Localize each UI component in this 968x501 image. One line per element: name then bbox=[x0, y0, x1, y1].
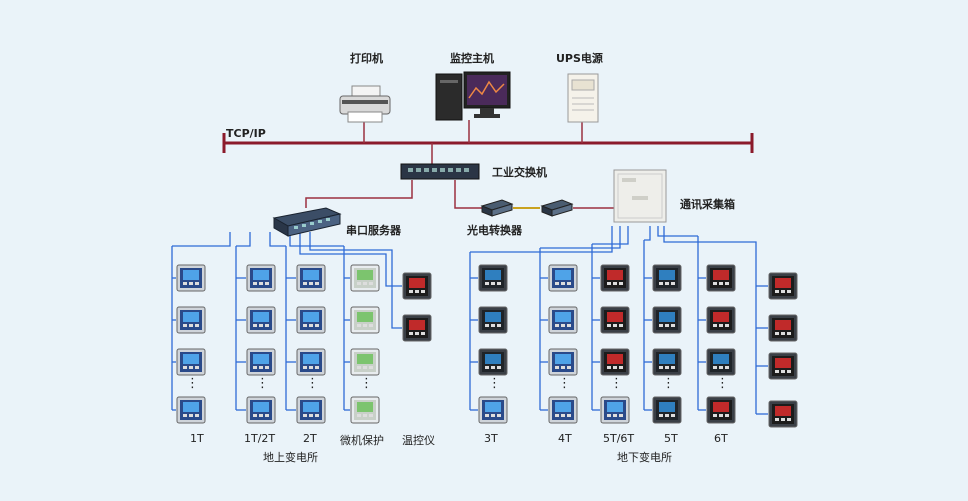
meter-g0-r3 bbox=[176, 396, 206, 424]
meter-u0-r2 bbox=[478, 348, 508, 376]
meter-g1-r1 bbox=[246, 306, 276, 334]
meter-u4-r2 bbox=[706, 348, 736, 376]
col-label-protection: 微机保护 bbox=[340, 434, 384, 447]
temp-controller-u0 bbox=[768, 272, 798, 300]
rs485-u4-tap bbox=[657, 226, 698, 237]
meter-u2-r0 bbox=[600, 264, 630, 292]
rs485-g2-tap bbox=[269, 232, 286, 247]
industrial-switch-icon bbox=[400, 163, 480, 180]
meter-g2-r0 bbox=[296, 264, 326, 292]
rs485-temp-0 bbox=[299, 232, 402, 287]
meter-g3-r1 bbox=[350, 306, 380, 334]
temp-controller-1 bbox=[402, 314, 432, 342]
meter-u3-r2 bbox=[652, 348, 682, 376]
meter-u0-r1 bbox=[478, 306, 508, 334]
optical-converter-icon-2 bbox=[540, 199, 574, 217]
meter-u4-r1 bbox=[706, 306, 736, 334]
meter-u4-r0 bbox=[706, 264, 736, 292]
temp-controller-u2 bbox=[768, 352, 798, 380]
rs485-g0-tap bbox=[172, 232, 231, 247]
meter-g2-r1 bbox=[296, 306, 326, 334]
meter-u4-r3 bbox=[706, 396, 736, 424]
ellipsis-g3: ⋮ bbox=[360, 376, 373, 391]
optical-converter-label: 光电转换器 bbox=[467, 224, 522, 237]
rs485-u3-tap bbox=[644, 226, 651, 241]
ellipsis-u4: ⋮ bbox=[716, 376, 729, 391]
meter-u3-r1 bbox=[652, 306, 682, 334]
printer-icon bbox=[339, 85, 391, 123]
meter-g3-r3 bbox=[350, 396, 380, 424]
meter-g1-r2 bbox=[246, 348, 276, 376]
col-label-5t: 5T bbox=[664, 432, 678, 445]
meter-g3-r2 bbox=[350, 348, 380, 376]
ups-label: UPS电源 bbox=[556, 52, 603, 65]
meter-g2-r3 bbox=[296, 396, 326, 424]
meter-u0-r0 bbox=[478, 264, 508, 292]
meter-u3-r0 bbox=[652, 264, 682, 292]
ellipsis-g1: ⋮ bbox=[256, 376, 269, 391]
rs485-lines bbox=[171, 226, 768, 415]
col-label-temp-controller: 温控仪 bbox=[402, 434, 435, 447]
monitor-host-icon bbox=[435, 71, 511, 121]
tcp-ip-label: TCP/IP bbox=[226, 127, 266, 140]
col-label-4t: 4T bbox=[558, 432, 572, 445]
rs485-u0-tap bbox=[470, 226, 613, 253]
meter-g2-r2 bbox=[296, 348, 326, 376]
meter-u2-r1 bbox=[600, 306, 630, 334]
meter-u0-r3 bbox=[478, 396, 508, 424]
meter-u2-r2 bbox=[600, 348, 630, 376]
meter-g1-r0 bbox=[246, 264, 276, 292]
meter-g3-r0 bbox=[350, 264, 380, 292]
meter-u3-r3 bbox=[652, 396, 682, 424]
ground-substation-title: 地上变电所 bbox=[263, 451, 318, 464]
temp-controller-u3 bbox=[768, 400, 798, 428]
ellipsis-u2: ⋮ bbox=[610, 376, 623, 391]
comm-box-label: 通讯采集箱 bbox=[680, 198, 735, 211]
switch-converter-link bbox=[454, 180, 482, 209]
rs485-g3-tap bbox=[289, 232, 344, 247]
meter-g0-r0 bbox=[176, 264, 206, 292]
underground-substation-title: 地下变电所 bbox=[617, 451, 672, 464]
serial-server-label: 串口服务器 bbox=[346, 224, 401, 237]
meter-g1-r3 bbox=[246, 396, 276, 424]
rs485-tempu-bus bbox=[663, 226, 757, 414]
temp-controller-u1 bbox=[768, 314, 798, 342]
rs485-u1-tap bbox=[540, 226, 621, 249]
rs485-u2-tap bbox=[592, 226, 629, 245]
switch-label: 工业交换机 bbox=[492, 166, 547, 179]
serial-server-icon bbox=[272, 207, 342, 237]
ellipsis-u3: ⋮ bbox=[662, 376, 675, 391]
col-label-3t: 3T bbox=[484, 432, 498, 445]
rs485-temp-1 bbox=[309, 232, 402, 329]
meter-u1-r3 bbox=[548, 396, 578, 424]
meter-u1-r1 bbox=[548, 306, 578, 334]
ups-icon bbox=[567, 73, 599, 123]
meter-g0-r1 bbox=[176, 306, 206, 334]
col-label-1t-2t: 1T/2T bbox=[244, 432, 276, 445]
monitor-host-label: 监控主机 bbox=[450, 52, 494, 65]
comm-box-icon bbox=[613, 169, 667, 223]
meter-u1-r0 bbox=[548, 264, 578, 292]
switch-serial-link bbox=[305, 180, 413, 208]
meter-u1-r2 bbox=[548, 348, 578, 376]
col-label-1t: 1T bbox=[190, 432, 204, 445]
temp-controller-0 bbox=[402, 272, 432, 300]
ellipsis-u1: ⋮ bbox=[558, 376, 571, 391]
ellipsis-u0: ⋮ bbox=[488, 376, 501, 391]
meter-g0-r2 bbox=[176, 348, 206, 376]
optical-converter-icon bbox=[480, 199, 514, 217]
rs485-g1-tap bbox=[236, 232, 251, 247]
col-label-2t: 2T bbox=[303, 432, 317, 445]
col-label-6t: 6T bbox=[714, 432, 728, 445]
ellipsis-g2: ⋮ bbox=[306, 376, 319, 391]
col-label-5t-6t: 5T/6T bbox=[603, 432, 635, 445]
printer-label: 打印机 bbox=[350, 52, 383, 65]
ellipsis-g0: ⋮ bbox=[186, 376, 199, 391]
meter-u2-r3 bbox=[600, 396, 630, 424]
